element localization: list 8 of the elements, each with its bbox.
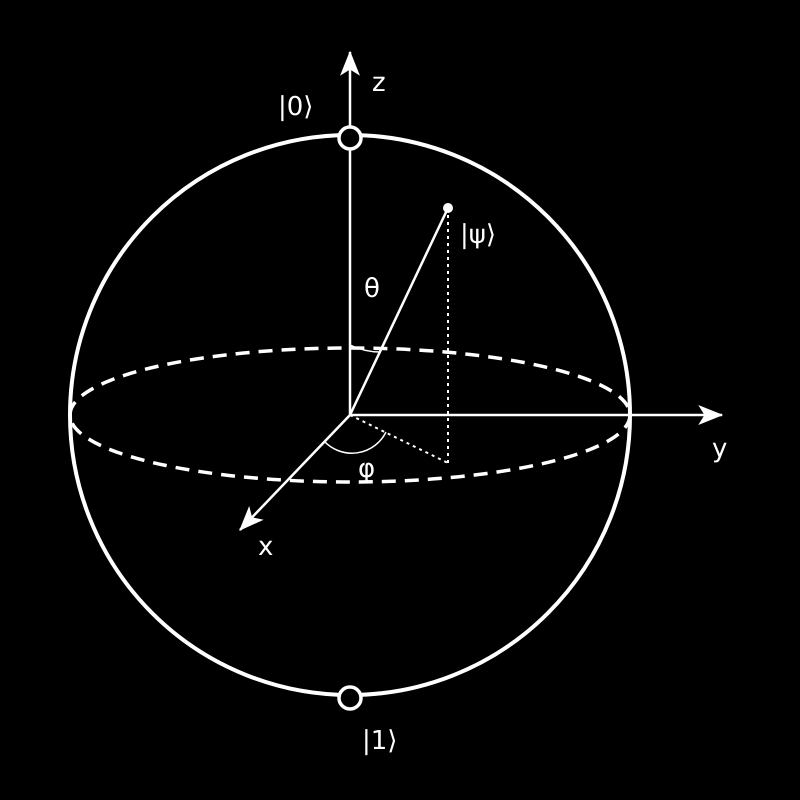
state-label: |ψ⟩ <box>460 222 496 248</box>
state-label: |1⟩ <box>362 728 398 754</box>
angle-label: θ <box>364 276 380 302</box>
angle-label: φ <box>358 456 376 482</box>
state-label: |0⟩ <box>278 94 314 120</box>
axis-label: x <box>258 534 274 560</box>
axis-label: y <box>712 436 728 462</box>
axis-label: z <box>372 70 386 96</box>
